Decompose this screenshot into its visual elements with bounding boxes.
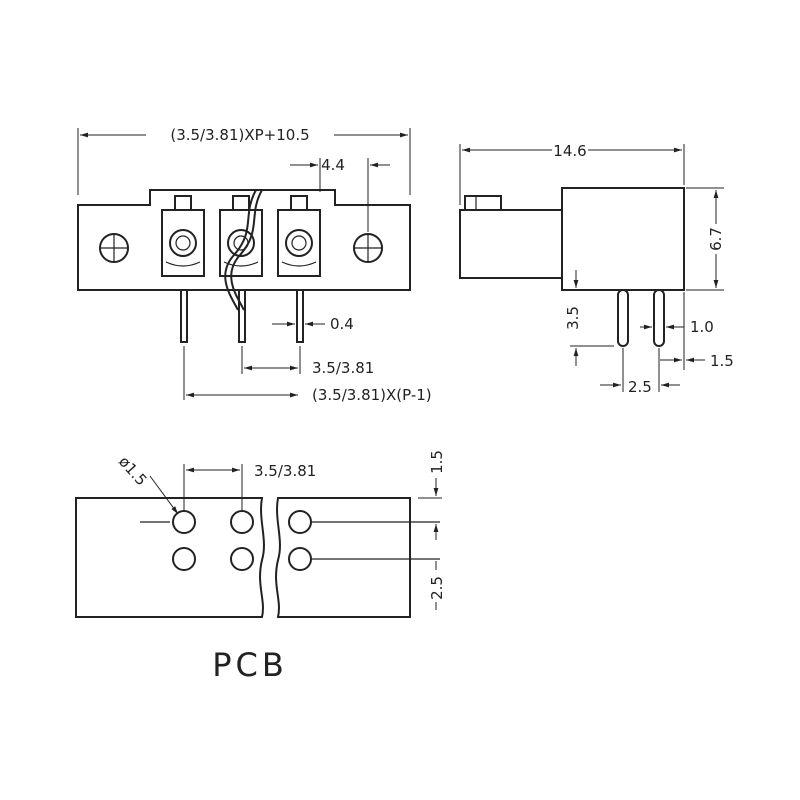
dim-screw-offset: 4.4 xyxy=(321,156,345,174)
left-mounting-hole xyxy=(99,233,129,263)
dim-pin-width: 0.4 xyxy=(330,315,354,333)
side-body xyxy=(561,187,685,291)
pcb-board-left xyxy=(75,497,265,618)
pcb-holes xyxy=(172,510,312,571)
front-view: (3.5/3.81)XP+10.5 4.4 0.4 3.5/3.81 (3.5/… xyxy=(77,124,432,404)
terminal-1 xyxy=(161,195,205,277)
dim-hole-diameter: ø1.5 xyxy=(115,453,150,490)
right-mounting-hole xyxy=(353,233,383,263)
dim-pin-spacing: 1.0 xyxy=(690,318,714,336)
front-break-line xyxy=(230,189,263,311)
dim-pcb-row-spacing: 2.5 xyxy=(428,576,446,600)
dim-pin-span: (3.5/3.81)X(P-1) xyxy=(312,386,432,404)
pcb-view: ø1.5 3.5/3.81 1.5 2.5 PCB xyxy=(75,450,446,684)
side-pins xyxy=(617,289,665,347)
dim-overall-width: (3.5/3.81)XP+10.5 xyxy=(170,126,309,144)
side-view: 14.6 6.7 3.5 1.0 1.5 2.5 xyxy=(459,140,734,396)
dim-height: 6.7 xyxy=(707,227,725,251)
terminal-3 xyxy=(277,195,321,277)
side-plug xyxy=(459,209,563,279)
pcb-title: PCB xyxy=(212,646,288,684)
dim-depth: 14.6 xyxy=(553,142,586,160)
front-pins xyxy=(180,289,304,343)
dim-front-pitch: 3.5/3.81 xyxy=(312,359,374,377)
dim-pin-offset: 1.5 xyxy=(710,352,734,370)
dim-pcb-pitch: 3.5/3.81 xyxy=(254,462,316,480)
dim-row-spacing: 2.5 xyxy=(628,378,652,396)
dim-pin-length: 3.5 xyxy=(564,306,582,330)
pcb-board-right xyxy=(275,497,411,618)
dim-pcb-edge-offset: 1.5 xyxy=(428,450,446,474)
side-latch xyxy=(464,195,502,211)
